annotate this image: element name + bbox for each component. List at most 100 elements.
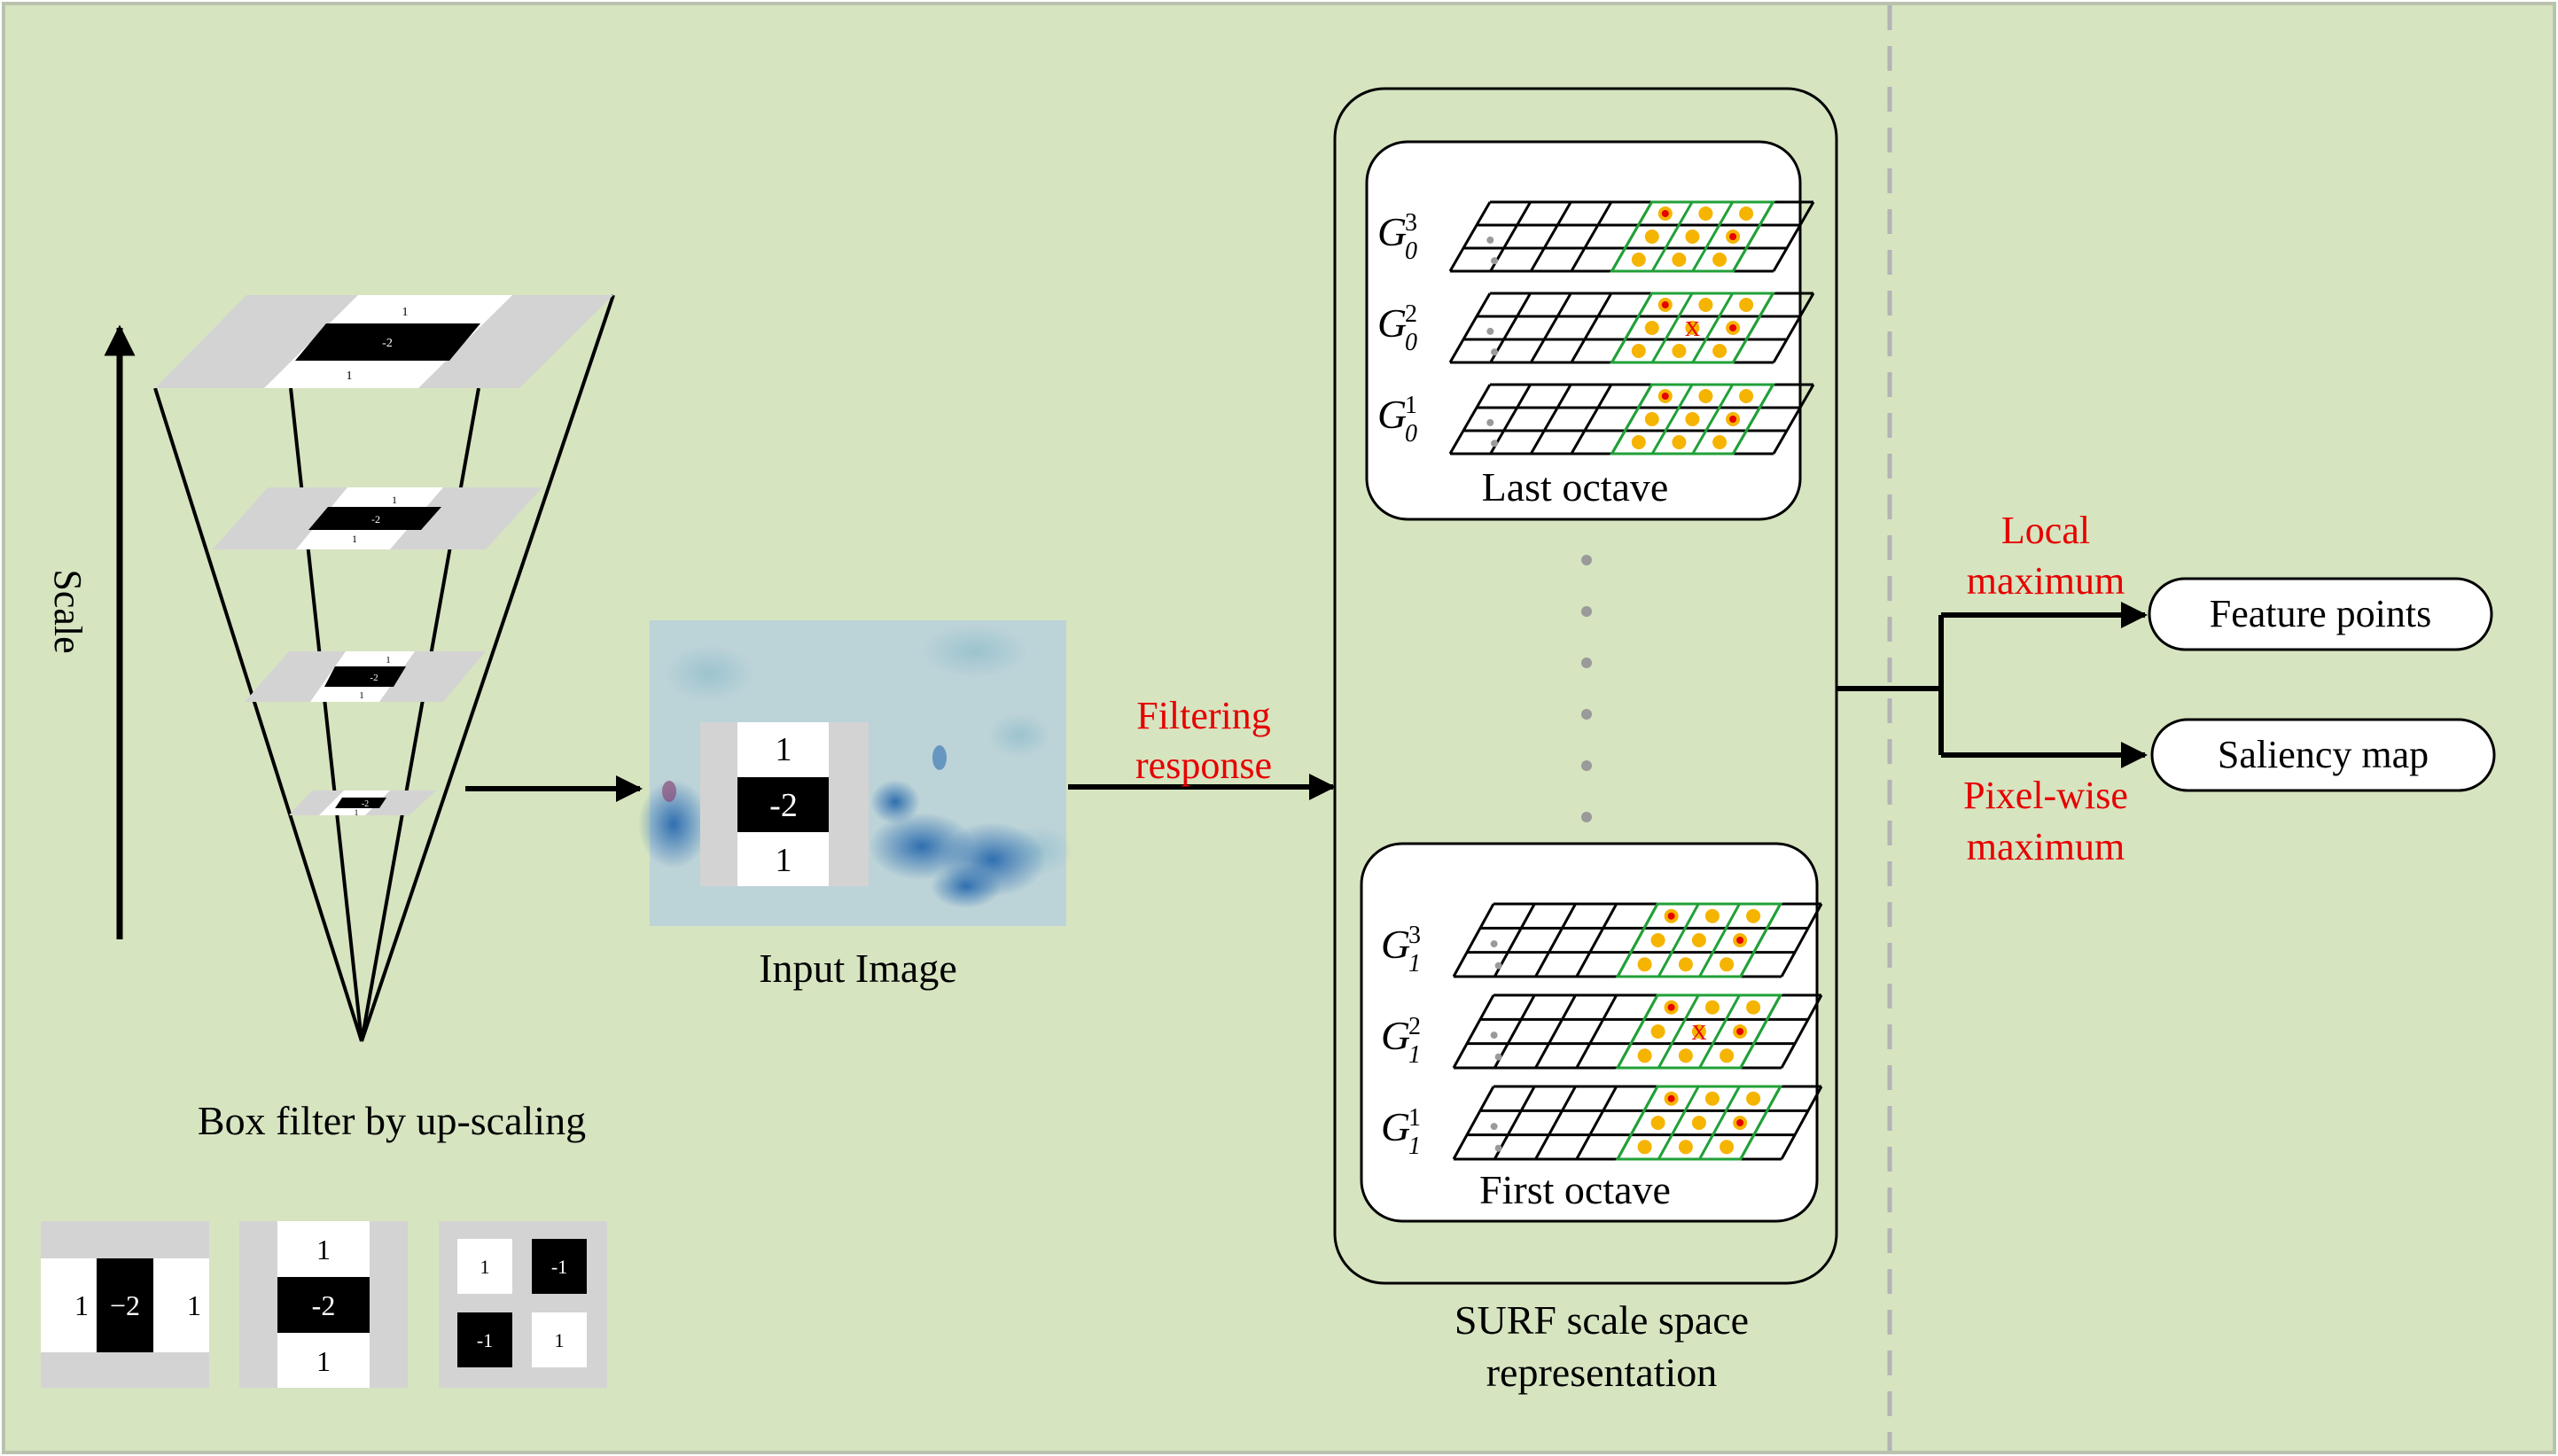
template-h-center-value: −2 <box>110 1289 140 1321</box>
pyramid-level-2-bottom-value: 1 <box>352 533 357 545</box>
octave-ellipsis <box>1581 555 1592 822</box>
pyramid-level-2-center-value: -2 <box>371 513 380 526</box>
first-octave-grid-1 <box>1452 902 1823 978</box>
first-octave-layer-2-sup: 2 <box>1408 1013 1421 1040</box>
pyramid-level-1-bottom-value: 1 <box>347 370 353 383</box>
cell-dot <box>1704 1091 1720 1106</box>
cell-dot <box>1631 253 1646 267</box>
cell-dot <box>1637 1140 1652 1155</box>
pyramid-level-2: 1 -2 1 <box>213 487 542 549</box>
cell-dot <box>1637 1048 1652 1063</box>
cell-dot <box>1672 344 1687 358</box>
extremum-dot <box>1736 1028 1744 1035</box>
cell-dot <box>1712 435 1727 449</box>
first-octave-layer-3-label: G <box>1381 1104 1410 1149</box>
first-octave-layer-1-sub: 1 <box>1408 950 1421 977</box>
cell-dot <box>1720 957 1735 972</box>
cell-dot <box>1698 298 1713 312</box>
pyramid-level-2-top-value: 1 <box>392 494 397 506</box>
template-d-tr-value: -1 <box>551 1256 567 1278</box>
last-octave-grid-1 <box>1448 200 1815 273</box>
input-image: 1 -2 1 Input Image <box>638 620 1072 991</box>
template-d-tl-value: 1 <box>480 1256 490 1278</box>
local-maximum-label-line1: Local <box>2001 509 2090 552</box>
cell-dot <box>1739 389 1754 403</box>
cell-dot <box>1678 1048 1693 1063</box>
last-octave-layer-1-sup: 3 <box>1405 209 1417 237</box>
pyramid-level-3-center-value: -2 <box>370 673 378 683</box>
cell-dot <box>1746 1091 1761 1106</box>
cell-dot <box>1691 933 1706 947</box>
extremum-dot <box>1667 1094 1675 1102</box>
scale-axis-label: Scale <box>46 569 90 653</box>
cell-dot <box>1704 908 1720 923</box>
local-maximum-label-line2: maximum <box>1967 559 2125 603</box>
first-octave-layer-1-sup: 3 <box>1408 922 1421 949</box>
cell-dot <box>1739 298 1754 312</box>
center-mark: X <box>1685 318 1700 341</box>
first-octave-grids: X <box>1452 902 1823 1161</box>
scale-space-caption-line1: SURF scale space <box>1454 1297 1749 1343</box>
pyramid-level-1: 1 -2 1 <box>155 295 613 388</box>
scale-space-caption-line2: representation <box>1486 1350 1718 1395</box>
last-octave-layer-3-sub: 0 <box>1405 420 1417 448</box>
cell-dot <box>1720 1140 1735 1155</box>
extremum-dot <box>1729 416 1737 423</box>
cell-dot <box>1712 253 1727 267</box>
last-octave-layer-labels: G 3 0 G 2 0 G 1 0 <box>1377 209 1417 448</box>
pyramid-level-1-top-value: 1 <box>402 306 409 319</box>
pyramid-level-4: -2 1 <box>289 790 436 817</box>
first-octave-label: First octave <box>1479 1167 1671 1212</box>
pixel-wise-label-line2: maximum <box>1967 825 2125 868</box>
cell-dot <box>1685 230 1700 244</box>
filtering-label-line1: Filtering <box>1136 694 1271 737</box>
first-octave-layer-3-sup: 1 <box>1408 1104 1421 1132</box>
last-octave-layer-3-sup: 1 <box>1405 392 1417 419</box>
cell-dot <box>1631 435 1646 449</box>
last-octave-grid-2: X <box>1448 292 1815 364</box>
template-h-left-value: 1 <box>74 1289 89 1321</box>
last-octave-layer-1-label: G <box>1377 209 1407 254</box>
last-octave-layer-2-label: G <box>1377 300 1407 346</box>
first-octave-grid-3 <box>1452 1085 1823 1161</box>
cell-dot <box>1631 344 1646 358</box>
template-v-top-value: 1 <box>316 1234 331 1265</box>
filter-template-vertical: 1 -2 1 <box>239 1221 408 1388</box>
template-d-bl-value: -1 <box>477 1329 493 1351</box>
first-octave-layer-labels: G 3 1 G 2 1 G 1 1 <box>1381 922 1421 1160</box>
input-filter-top-value: 1 <box>776 731 792 768</box>
input-image-caption: Input Image <box>759 946 957 991</box>
cell-dot <box>1739 206 1754 221</box>
cell-dot <box>1672 253 1687 267</box>
last-octave-layer-1-sub: 0 <box>1405 237 1417 265</box>
extremum-dot <box>1661 210 1669 217</box>
last-octave-grid-3 <box>1448 383 1815 455</box>
cell-dot <box>1650 933 1665 947</box>
cell-dot <box>1644 412 1659 426</box>
cell-dot <box>1637 957 1652 972</box>
cell-dot <box>1698 206 1713 221</box>
cell-dot <box>1644 321 1659 335</box>
template-v-center-value: -2 <box>312 1289 336 1321</box>
cell-dot <box>1698 389 1713 403</box>
input-filter-center-value: -2 <box>769 787 798 824</box>
output-branch <box>1837 602 2148 768</box>
cell-dot <box>1691 1116 1706 1130</box>
cell-dot <box>1704 1000 1720 1015</box>
first-octave-layer-2-sub: 1 <box>1408 1041 1421 1069</box>
pyramid-caption: Box filter by up-scaling <box>198 1098 586 1143</box>
feature-points-node: Feature points <box>2148 577 2493 651</box>
cell-dot <box>1712 344 1727 358</box>
cell-dot <box>1650 1024 1665 1039</box>
cell-dot <box>1691 1024 1706 1039</box>
extremum-dot <box>1667 912 1675 920</box>
filtering-label-line2: response <box>1135 744 1272 787</box>
pyramid-level-4-bottom-value: 1 <box>355 808 359 817</box>
last-octave-layer-2-sup: 2 <box>1405 300 1417 328</box>
last-octave-layer-2-sub: 0 <box>1405 329 1417 356</box>
pyramid-level-1-center-value: -2 <box>382 337 393 350</box>
cell-dot <box>1685 412 1700 426</box>
first-octave-grid-2: X <box>1452 993 1823 1070</box>
cell-dot <box>1650 1116 1665 1130</box>
